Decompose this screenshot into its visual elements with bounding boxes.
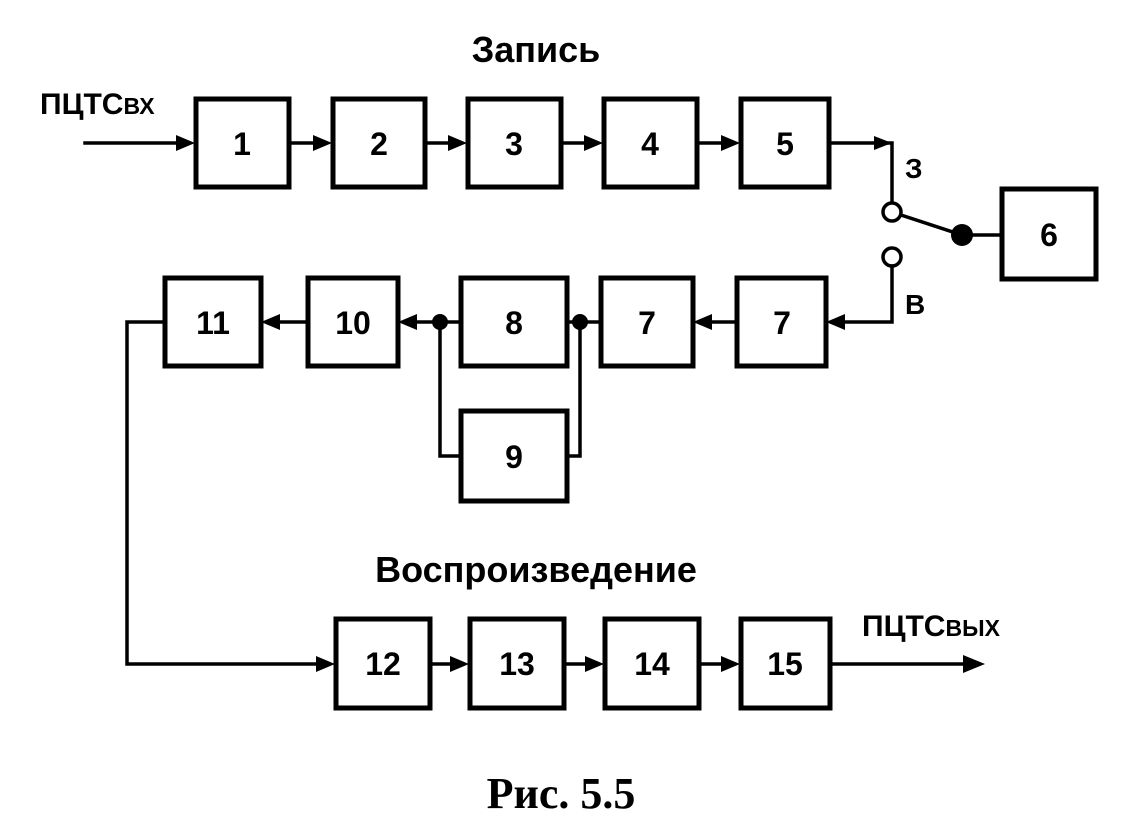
output-signal-sub: ВЫХ [945, 615, 1000, 641]
input-signal-main: ПЦТС [40, 88, 123, 121]
arrow-into-12 [316, 656, 335, 672]
arrow-into-10 [398, 314, 417, 330]
block-9-label: 9 [505, 439, 523, 475]
block-8: 8 [458, 275, 570, 369]
arrow-into-5 [721, 135, 740, 151]
arrow-into-11 [261, 314, 280, 330]
wire-bypass-to-9-right [565, 320, 582, 458]
arrow-output [963, 655, 985, 673]
arrow-into-15 [721, 656, 740, 672]
block-2-label: 2 [370, 126, 388, 162]
switch-pivot [951, 224, 973, 246]
playback-contact [881, 246, 903, 268]
block-7b-label: 7 [773, 305, 791, 341]
record-title: Запись [472, 29, 601, 70]
block-12-label: 12 [365, 646, 401, 682]
wire-5-to-switch [827, 141, 894, 210]
block-4-label: 4 [641, 126, 659, 162]
output-signal-main: ПЦТС [862, 610, 945, 643]
arrow-into-7b [826, 314, 845, 330]
block-7a: 7 [598, 275, 696, 369]
wire-11-to-12 [125, 320, 322, 666]
block-7a-label: 7 [638, 305, 656, 341]
block-3-label: 3 [505, 126, 523, 162]
arrow-into-switch [874, 136, 892, 150]
block-4: 4 [601, 96, 700, 190]
block-14-label: 14 [634, 646, 670, 682]
block-5-label: 5 [776, 126, 794, 162]
arrow-into-14 [585, 656, 604, 672]
arrow-into-2 [313, 135, 332, 151]
block-5: 5 [738, 96, 832, 190]
output-signal-label: ПЦТСВЫХ [862, 610, 1001, 643]
playback-chain-wires [125, 264, 970, 666]
junction-left [432, 314, 448, 330]
block-10-label: 10 [335, 305, 371, 341]
block-7b: 7 [734, 275, 829, 369]
block-1: 1 [193, 96, 292, 190]
arrow-into-13 [450, 656, 469, 672]
block-2: 2 [330, 96, 428, 190]
record-position-label: З [905, 153, 923, 184]
input-signal-sub: ВХ [123, 93, 155, 119]
arrowheads [176, 135, 985, 673]
arrow-into-7a [693, 314, 712, 330]
block-15-label: 15 [767, 646, 803, 682]
block-6: 6 [999, 186, 1099, 282]
playback-title: Воспроизведение [375, 549, 697, 590]
block-14: 14 [602, 616, 702, 711]
block-3: 3 [465, 96, 564, 190]
arrow-into-4 [584, 135, 603, 151]
block-6-label: 6 [1040, 217, 1058, 253]
block-10: 10 [305, 275, 401, 369]
playback-position-label: В [905, 289, 925, 320]
block-13-label: 13 [499, 646, 535, 682]
block-12: 12 [333, 616, 433, 711]
block-11-label: 11 [196, 305, 230, 341]
figure-caption: Рис. 5.5 [487, 769, 636, 818]
record-playback-switch: З В [881, 153, 1002, 320]
block-9: 9 [458, 408, 570, 504]
input-signal-label: ПЦТСВХ [40, 88, 155, 121]
junction-right [572, 314, 588, 330]
block-13: 13 [467, 616, 567, 711]
arrow-into-1 [176, 135, 195, 151]
switch-arm [895, 211, 965, 238]
block-8-label: 8 [505, 305, 523, 341]
record-contact [881, 201, 903, 223]
block-1-label: 1 [233, 126, 251, 162]
block-15: 15 [738, 616, 833, 711]
wire-bypass-to-9-left [438, 320, 463, 458]
wire-switch-to-7b [840, 264, 894, 324]
arrow-into-3 [448, 135, 467, 151]
block-11: 11 [162, 275, 264, 369]
